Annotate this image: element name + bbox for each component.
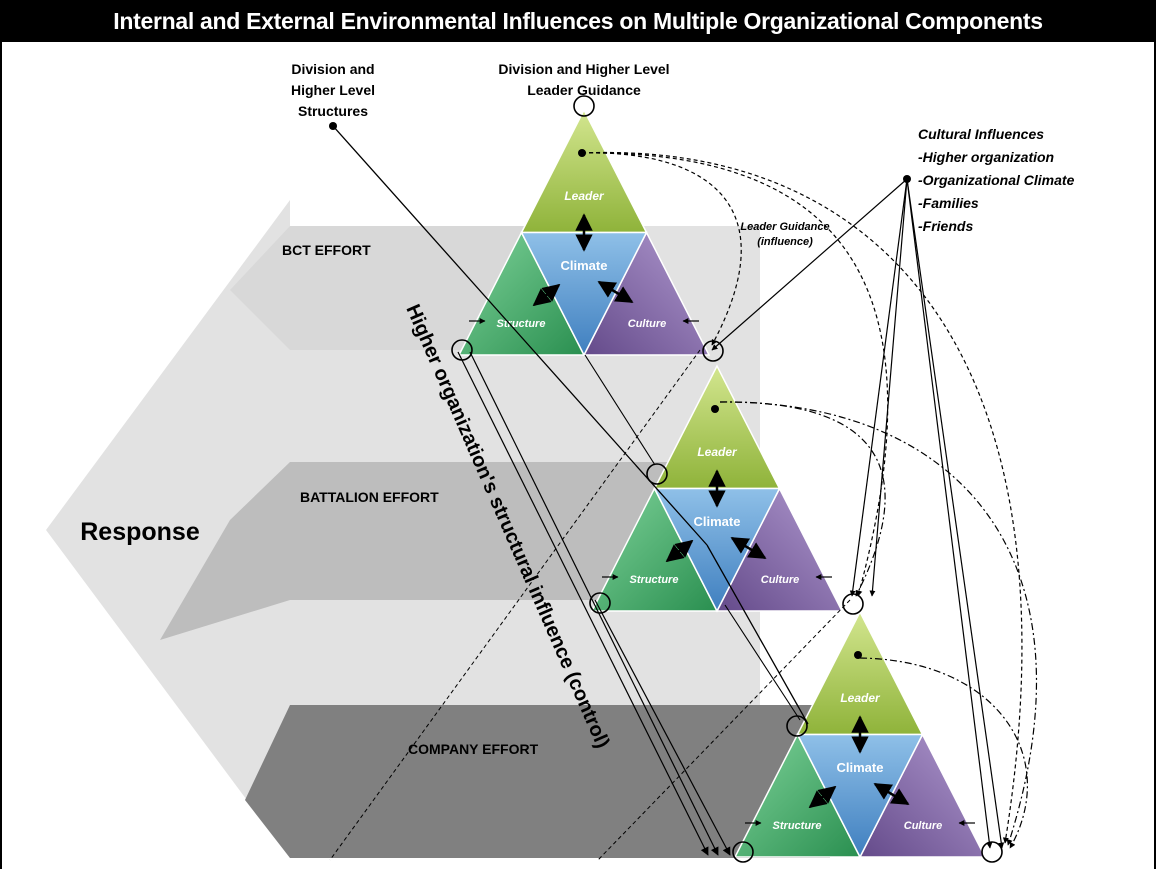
cultural-influences-line-1: Cultural Influences: [918, 126, 1044, 142]
leader-guidance-line-2: (influence): [757, 236, 813, 248]
effort-label-bct: BCT EFFORT: [282, 242, 371, 258]
climate-structure-arrow: [532, 283, 561, 307]
division-structures-label-1: Division and: [291, 61, 374, 77]
division-structures-label-2: Higher Level: [291, 82, 375, 98]
band-bct: [230, 226, 540, 350]
leader-label: Leader: [840, 691, 881, 705]
response-label: Response: [80, 518, 200, 546]
effort-label-company: COMPANY EFFORT: [408, 741, 539, 757]
culture-label: Culture: [904, 820, 943, 832]
division-guidance-label-1: Division and Higher Level: [498, 61, 669, 77]
top-labels: Division and Higher Level Structures Div…: [291, 61, 670, 119]
effort-label-battalion: BATTALION EFFORT: [300, 489, 439, 505]
cultural-influences-line-2: -Higher organization: [918, 149, 1054, 165]
leader-segment: [796, 610, 924, 736]
leader-guidance-influence-label: Leader Guidance (influence): [740, 221, 829, 248]
climate-label: Climate: [837, 760, 884, 775]
cultural-influences-line-4: -Families: [918, 195, 979, 211]
climate-culture-arrow: [730, 536, 767, 560]
climate-label: Climate: [561, 258, 608, 273]
connector-lines: [329, 122, 1038, 861]
cultural-influences-line-3: -Organizational Climate: [918, 172, 1075, 188]
division-guidance-label-2: Leader Guidance: [527, 82, 641, 98]
cultural-influences-label: Cultural Influences -Higher organization…: [918, 126, 1075, 234]
structure-label: Structure: [497, 318, 546, 330]
response-arrow: [46, 200, 830, 858]
leader-node-dot: [854, 651, 862, 659]
climate-culture-arrow: [597, 280, 634, 304]
climate-label: Climate: [694, 514, 741, 529]
leader-label: Leader: [697, 445, 738, 459]
effort-labels: BCT EFFORT BATTALION EFFORT COMPANY EFFO…: [282, 242, 539, 757]
division-structures-label-3: Structures: [298, 103, 368, 119]
climate-culture-arrow: [873, 782, 910, 806]
band-company: [245, 705, 830, 858]
leader-label: Leader: [564, 189, 605, 203]
diagram-frame: [0, 42, 1156, 869]
climate-structure-arrow: [665, 539, 694, 563]
culture-label: Culture: [761, 574, 800, 586]
leader-guidance-line-1: Leader Guidance: [740, 221, 829, 233]
leader-segment: [520, 108, 648, 234]
structure-label: Structure: [630, 574, 679, 586]
structure-label: Structure: [773, 820, 822, 832]
feedback-loops: [451, 95, 1003, 863]
diagram-title: Internal and External Environmental Infl…: [0, 0, 1156, 42]
band-battalion: [160, 462, 700, 640]
culture-label: Culture: [628, 318, 667, 330]
cultural-influences-line-5: -Friends: [918, 218, 973, 234]
leader-node-dot: [711, 405, 719, 413]
climate-structure-arrow: [808, 785, 837, 809]
